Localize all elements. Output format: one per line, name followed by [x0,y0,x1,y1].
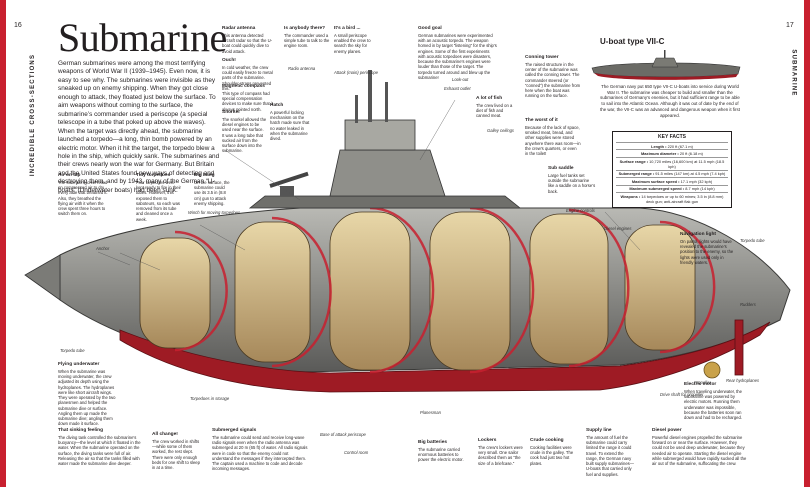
fact-row: Maximum diameter • 20 ft (6.18 m) [616,149,728,156]
label-look-out: Look-out [452,77,469,82]
label-winch: Winch for moving torpedoes [188,210,241,215]
label-engine-controls: Engine controls [566,208,595,213]
left-page-number: 16 [14,22,22,29]
label-base-periscope: Base of attack periscope [320,432,366,437]
left-edge-bar [0,0,6,487]
right-edge-bar [804,0,810,487]
label-control-room: Control room [344,450,369,455]
intro-paragraph: German submarines were among the most te… [58,60,220,194]
caption-is-anybody-there: Is anybody there?The commander used a si… [284,26,330,49]
label-rudders: Rudders [740,302,756,307]
fact-row: Weapons • 14 torpedoes or up to 60 mines… [616,191,728,205]
fact-row: Surface range • 10,720 miles (16,600 km)… [616,156,728,170]
label-rear-hydroplanes: Rear hydroplanes [726,378,760,383]
label-attack-periscope: Attack (main) periscope [334,70,378,75]
fact-row: Maximum surface speed • 17.1 mph (32 kph… [616,177,728,184]
label-planesman: Planesman [420,410,441,415]
fact-row: Submerged range • 91.5 miles (147 km) at… [616,169,728,177]
label-galley-ceilings: Galley ceilings [487,128,514,133]
fact-row: Length • 220 ft (67.1 m) [616,142,728,149]
label-diesel-engines: Diesel engines [604,226,632,231]
caption-all-change: All change!The crew worked in shifts—whi… [152,432,200,471]
caption-ouch: Ouch!In cold weather, the crew could eas… [222,58,273,91]
label-anchor: Anchor [96,246,110,251]
label-torpedo-storage: Torpedoes in storage [190,396,230,401]
uboat-title: U-boat type VII-C [600,37,665,46]
label-torpedo-tube: Torpedo tube [60,348,85,353]
label-drive-shaft: Drive shaft for propeller [660,392,704,397]
label-torpedo-tube-aft: Torpedo tube [740,238,765,243]
label-exhaust-outlet: Exhaust outlet [444,86,471,91]
label-radio-antenna: Radio antenna [288,66,316,71]
key-facts-box: KEY FACTS Length • 220 ft (67.1 m) Maxim… [612,131,732,208]
fact-row: Maximum submerged speed • 8.7 mph (14 kp… [616,184,728,192]
uboat-caption: The German navy put 650 type VII-C U-boa… [600,84,740,118]
label-propeller: Propeller [694,380,711,385]
key-facts-title: KEY FACTS [658,134,686,140]
page-title: Submarine [58,15,227,60]
caption-its-a-bird: It’s a bird ...A small periscope enabled… [334,26,371,54]
right-page-number: 17 [786,22,794,29]
